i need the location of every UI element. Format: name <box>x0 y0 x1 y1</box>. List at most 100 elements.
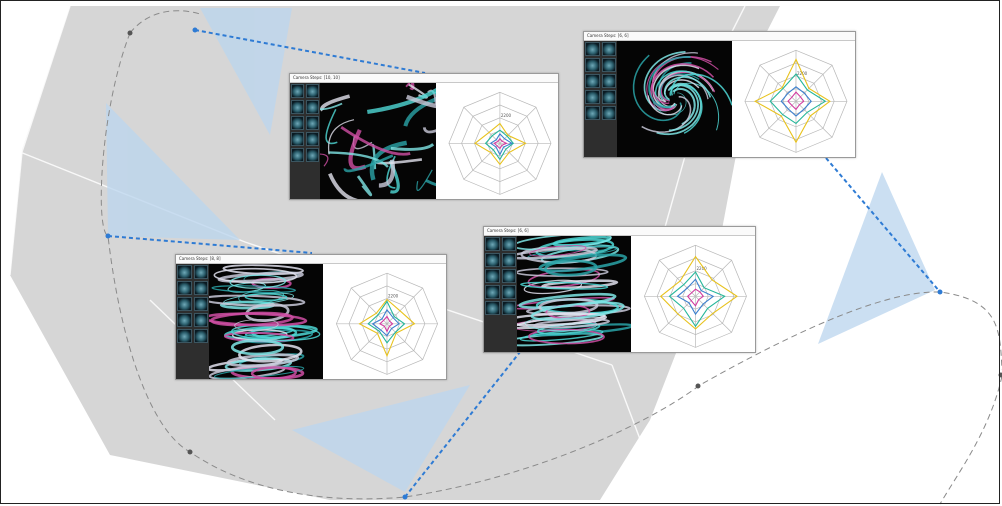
thumbnail[interactable] <box>306 148 319 162</box>
camera-frustum-4 <box>818 172 935 344</box>
thumbnail[interactable] <box>193 313 208 327</box>
radar-series <box>371 308 400 337</box>
camera-window-4[interactable]: Camera Steps: [6, 6] 2200 <box>483 226 756 353</box>
thumbnail[interactable] <box>501 269 516 283</box>
camera-window-1[interactable]: Camera Steps: [10, 10] 2200 <box>289 73 559 200</box>
streamline <box>234 319 279 331</box>
streamline <box>533 318 610 329</box>
thumbnail[interactable] <box>306 100 319 114</box>
streamline <box>328 151 389 168</box>
thumbnail[interactable] <box>485 269 500 283</box>
radar-axis <box>759 101 797 138</box>
streamline <box>209 312 308 327</box>
thumbnail[interactable] <box>291 100 304 114</box>
thumbnail[interactable] <box>306 116 319 130</box>
streamlines <box>517 236 631 347</box>
thumbnail[interactable] <box>193 281 208 295</box>
radar-axis <box>350 287 388 325</box>
radar-series <box>659 255 738 330</box>
streamline <box>648 55 691 109</box>
thumbnail[interactable] <box>585 42 600 56</box>
thumbnail[interactable] <box>177 265 192 279</box>
streamline <box>641 96 692 133</box>
render-view <box>209 264 323 379</box>
thumbnail[interactable] <box>306 132 319 146</box>
radar-axis <box>795 64 833 102</box>
view-panel <box>484 236 631 352</box>
render-view <box>617 41 732 157</box>
thumbnail[interactable] <box>177 329 192 343</box>
thumbnail[interactable] <box>585 58 600 72</box>
thumbnail[interactable] <box>601 74 616 88</box>
thumbnail[interactable] <box>501 237 516 251</box>
streamline <box>517 312 608 327</box>
camera-window-3[interactable]: Camera Steps: [8, 8] 2200 <box>175 254 447 380</box>
streamline <box>518 292 617 309</box>
radar-axis <box>659 296 696 333</box>
thumbnail[interactable] <box>291 148 304 162</box>
thumbnail[interactable] <box>291 116 304 130</box>
camera-window-2[interactable]: Camera Steps: [6, 6] 2200 <box>583 31 856 158</box>
streamline <box>650 63 715 111</box>
thumbnail[interactable] <box>193 297 208 311</box>
streamline <box>320 102 343 111</box>
thumbnail[interactable] <box>501 285 516 299</box>
camera-point <box>105 233 111 239</box>
radar-axis <box>695 296 732 333</box>
streamline <box>517 246 598 260</box>
thumbnail[interactable] <box>601 90 616 104</box>
thumbnail[interactable] <box>501 301 516 315</box>
thumbnail[interactable] <box>306 84 319 98</box>
radar-axis <box>499 106 537 144</box>
streamline <box>238 343 303 363</box>
view-panel <box>584 41 732 157</box>
thumbnail[interactable] <box>177 297 192 311</box>
thumbnail[interactable] <box>585 90 600 104</box>
radar-series <box>787 91 805 111</box>
streamline <box>673 82 720 131</box>
render-view <box>517 236 631 352</box>
radar-tick-label: 2200 <box>697 266 708 271</box>
thumbnail[interactable] <box>291 84 304 98</box>
radar-axis <box>463 106 501 144</box>
camera-point <box>402 494 408 500</box>
radar-series <box>474 122 527 166</box>
streamline <box>229 274 287 289</box>
thumbnail[interactable] <box>485 253 500 267</box>
thumbnail[interactable] <box>193 265 208 279</box>
thumbnail[interactable] <box>485 237 500 251</box>
radar-chart: 2200 <box>631 236 755 352</box>
streamline <box>632 54 682 122</box>
thumbnail[interactable] <box>291 132 304 146</box>
camera-frustum-2 <box>106 103 240 240</box>
thumbnail[interactable] <box>585 106 600 120</box>
thumbnail[interactable] <box>485 301 500 315</box>
radar-chart: 2200 <box>732 41 855 157</box>
camera-links <box>107 29 941 498</box>
thumbnail[interactable] <box>193 329 208 343</box>
radar-axis <box>463 143 501 180</box>
thumbnail[interactable] <box>177 281 192 295</box>
radar-axis <box>759 64 797 102</box>
thumbnail[interactable] <box>601 42 616 56</box>
streamline <box>541 279 619 290</box>
thumbnail[interactable] <box>485 285 500 299</box>
radar-tick-label: 2200 <box>388 294 399 299</box>
window-title: Camera Steps: [6, 6] <box>484 227 755 236</box>
thumbnail[interactable] <box>601 58 616 72</box>
window-title: Camera Steps: [6, 6] <box>584 32 855 41</box>
radar-series <box>358 298 416 358</box>
radar-grid <box>644 244 747 348</box>
radar-series <box>489 133 513 156</box>
radar-grid <box>448 91 552 195</box>
thumbnail[interactable] <box>585 74 600 88</box>
thumbnail[interactable] <box>601 106 616 120</box>
streamline <box>652 92 687 116</box>
camera-triangles <box>106 8 935 492</box>
thumbnail[interactable] <box>177 313 192 327</box>
streamline <box>544 259 598 277</box>
radar-grid <box>336 272 438 375</box>
streamline <box>519 329 604 342</box>
radar-series <box>484 129 515 161</box>
thumbnail[interactable] <box>501 253 516 267</box>
